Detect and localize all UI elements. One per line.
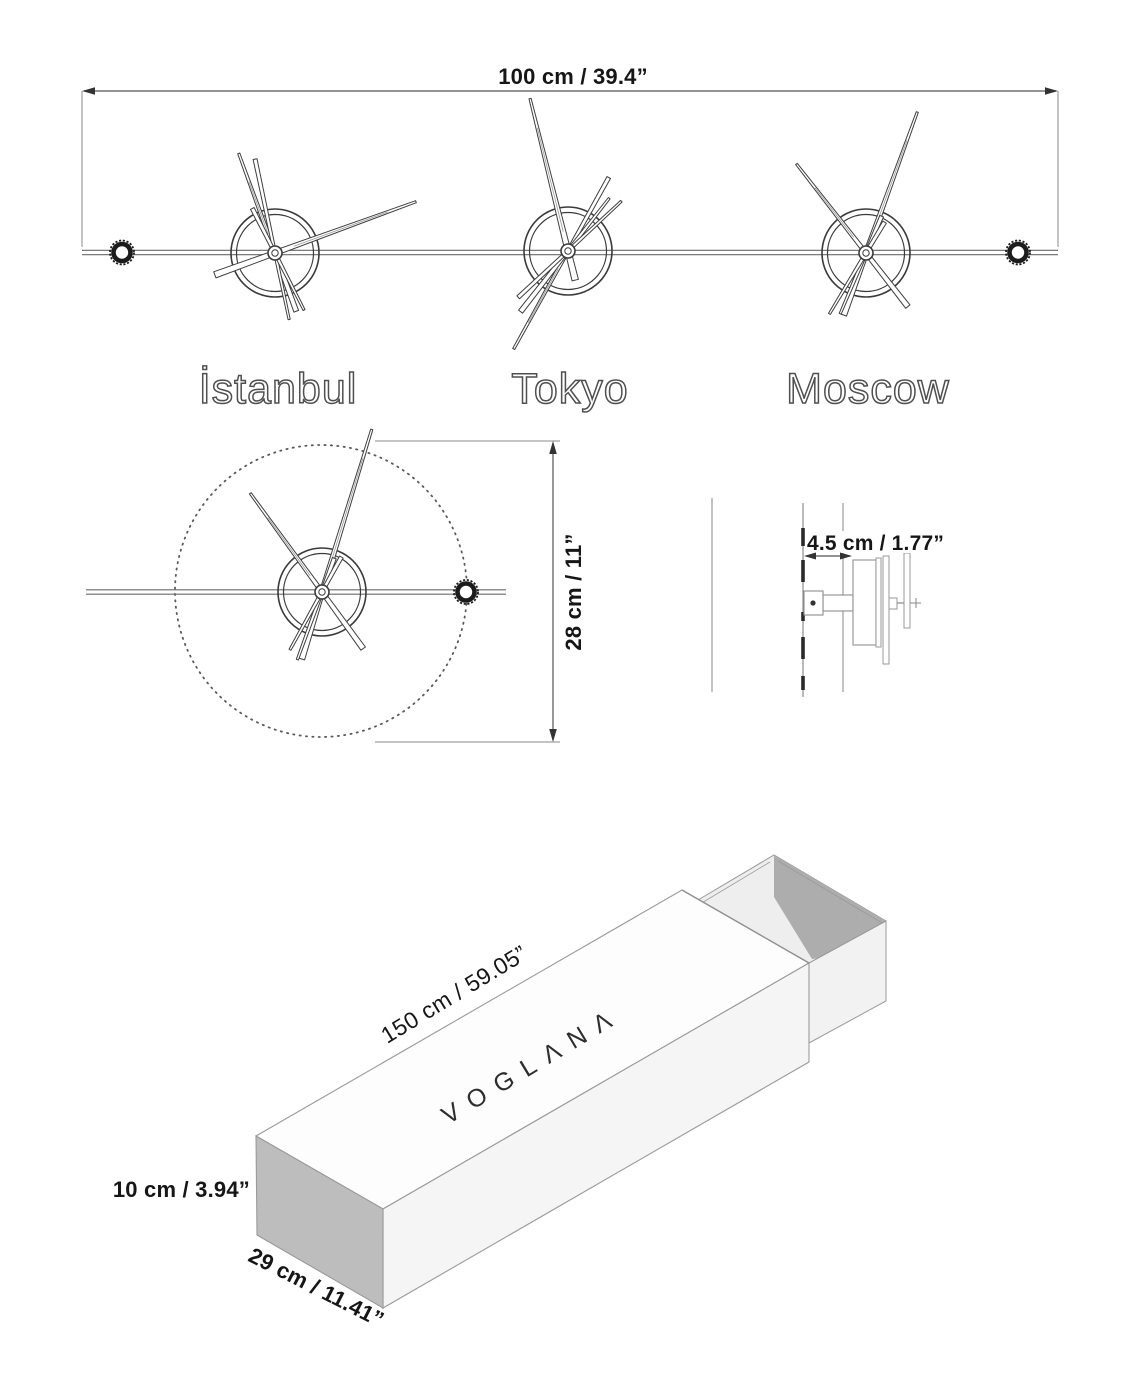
clock-ring-outer xyxy=(821,208,911,298)
detail-rod-ring xyxy=(453,579,479,605)
side-view: 4.5 cm / 1.77” xyxy=(711,498,944,697)
arrowhead-left xyxy=(804,552,816,560)
mounting-screw xyxy=(810,600,816,606)
mounting-arm xyxy=(822,594,854,612)
sleeve-left-face xyxy=(255,1135,384,1309)
city-label-i̇stanbul: İstanbul xyxy=(199,365,358,413)
clock-ring-inner xyxy=(528,211,608,291)
detail-view: 28 cm / 11” xyxy=(86,428,586,743)
tray-inner-wall xyxy=(774,855,886,959)
detail-ring-layer xyxy=(453,579,479,605)
clock-hand-slit xyxy=(536,127,564,232)
detail-clock-layer xyxy=(248,428,374,661)
clock-ring-inner xyxy=(282,552,362,632)
clock-ring-outer xyxy=(230,208,320,298)
clock-hand-slit xyxy=(327,457,364,574)
rod-end-ring-right xyxy=(1005,239,1031,266)
tray-wall-thickness-edge xyxy=(699,861,771,905)
arrowhead-right xyxy=(1045,87,1058,95)
knurl-texture xyxy=(1005,239,1031,266)
package-view: 150 cm / 59.05” VOGLΛNΛ 10 cm / 3.94” 29… xyxy=(113,854,887,1332)
hand-disc-side-2 xyxy=(903,552,911,629)
clock-i̇stanbul xyxy=(213,152,417,321)
clock-tokyo xyxy=(512,97,623,350)
detail-clock xyxy=(248,428,374,661)
clock-hub-hole xyxy=(862,249,870,257)
ring-body xyxy=(455,581,477,603)
ring-body xyxy=(111,241,133,264)
clock-moscow xyxy=(795,111,919,317)
clock-hand xyxy=(828,220,887,315)
hub-side xyxy=(888,597,898,610)
arrowhead-left xyxy=(82,87,95,95)
width-dimension-label: 100 cm / 39.4” xyxy=(498,64,648,89)
clock-hand-slit xyxy=(267,517,311,577)
label-backing xyxy=(805,531,941,553)
clock-hand xyxy=(237,152,300,313)
end-rings-layer xyxy=(109,239,1031,266)
height-dimension-label: 28 cm / 11” xyxy=(561,533,586,650)
clock-hub-hole xyxy=(564,247,572,255)
clock-ring-inner xyxy=(826,213,906,293)
clock-hand-slit xyxy=(527,268,559,323)
depth-dimension-label: 4.5 cm / 1.77” xyxy=(807,532,944,555)
city-label-moscow: Moscow xyxy=(786,365,950,413)
tray-wall-thickness-edge xyxy=(777,860,883,924)
clock-hand xyxy=(288,555,344,651)
city-label-tokyo: Tokyo xyxy=(511,365,628,413)
height-package-label: 10 cm / 3.94” xyxy=(113,1177,250,1202)
clock-ring-outer xyxy=(277,547,367,637)
arrowhead-right xyxy=(840,552,852,560)
hand-disc-side-1 xyxy=(882,555,890,665)
clock-hub-hole xyxy=(271,249,279,257)
arrowhead-down xyxy=(549,729,557,742)
clock-body-side xyxy=(852,559,877,646)
city-labels: İstanbul Tokyo Moscow xyxy=(198,364,950,414)
clock-ring-inner xyxy=(235,213,315,293)
front-view: 100 cm / 39.4” İstanbul Tokyo Moscow xyxy=(81,64,1059,414)
clock-hub-hole xyxy=(318,588,326,596)
arrowhead-up xyxy=(549,441,557,454)
sleeve-rim-edge xyxy=(681,889,810,964)
clocks-layer xyxy=(213,97,919,350)
clock-ring-outer xyxy=(523,206,613,296)
clock-face-side xyxy=(875,557,882,648)
knurl-texture xyxy=(109,239,135,266)
clock-hand xyxy=(252,158,291,321)
rod-end-ring-left xyxy=(109,239,135,266)
clock-hand-slit xyxy=(293,211,388,247)
knurl-texture xyxy=(453,579,479,605)
clock-hand-slit xyxy=(814,187,855,238)
clock-hand-slit xyxy=(248,181,269,235)
ring-body xyxy=(1007,241,1029,264)
